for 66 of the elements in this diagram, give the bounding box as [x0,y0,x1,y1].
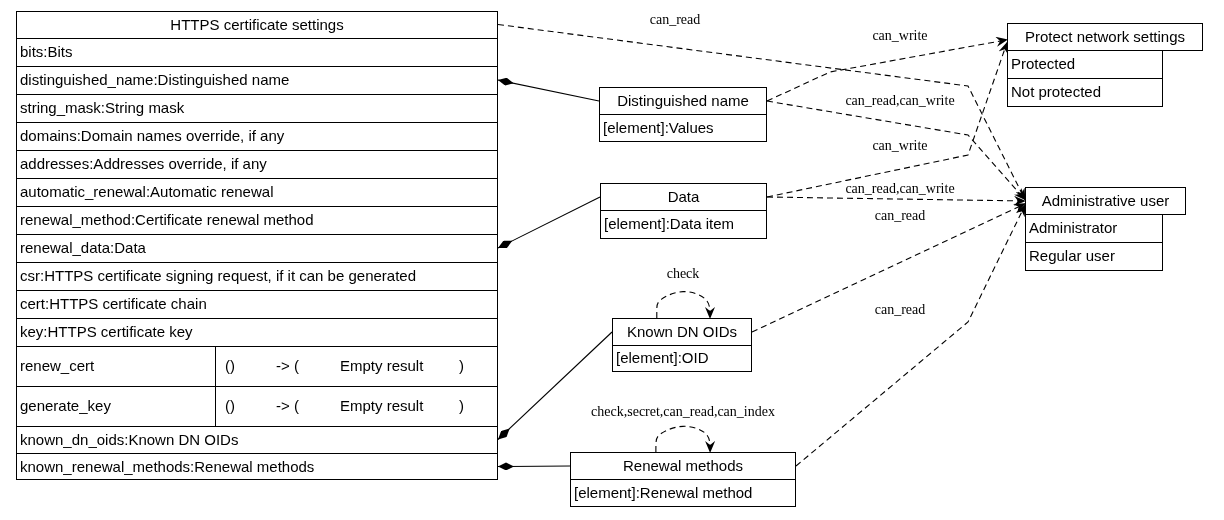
edge-label: can_read [648,12,702,28]
attribute-row: known_renewal_methods:Renewal methods [17,453,497,480]
class-box [600,183,767,239]
attribute-row: Administrator [1025,214,1163,243]
table [16,11,498,480]
attribute-row: [element]:OID [612,345,752,372]
attribute-row: [element]:Data item [600,210,767,239]
attribute-row: Protected [1007,50,1163,79]
attribute-row: Regular user [1025,242,1163,271]
edge-label: can_read [873,208,927,224]
edge-label: check,secret,can_read,can_index [590,404,776,420]
arrow [751,203,1026,333]
method-name: renew_cert [17,347,216,386]
edge-label: can_write [871,138,929,154]
method-name: generate_key [17,387,216,426]
arrow [656,291,715,319]
arrow [766,36,1008,102]
composition-line [497,196,601,249]
attribute-row: string_mask:String mask [17,94,497,122]
arrow [795,204,1026,467]
composition-line [497,331,613,441]
class-name: Distinguished name [599,87,767,115]
composition-line [497,462,571,471]
attribute-row: domains:Domain names override, if any [17,122,497,150]
attribute-row: csr:HTTPS certificate signing request, if it can be generated [17,262,497,290]
attribute-row: known_dn_oids:Known DN OIDs [17,426,497,453]
arrow [766,100,1026,201]
edge-label: can_read,can_write [844,93,956,109]
attribute-row: Not protected [1007,78,1163,107]
class-name: Administrative user [1025,187,1186,215]
class-name: Renewal methods [570,452,796,480]
class-name: Data [600,183,767,211]
closing-parenthesis: ) [459,356,464,376]
attribute-row: distinguished_name:Distinguished name [17,66,497,94]
class-box [599,87,767,142]
class-name: Known DN OIDs [612,318,752,346]
attribute-row: key:HTTPS certificate key [17,318,497,346]
attribute-row: [element]:Values [599,114,767,142]
parameter-list: () [225,387,235,426]
edge-label: can_read,can_write [844,181,956,197]
table-row [17,386,497,426]
arrow [766,195,1026,206]
table-row [17,346,497,386]
attribute-row: [element]:Renewal method [570,479,796,507]
attribute-row: addresses:Addresses override, if any [17,150,497,178]
edge-label: can_write [871,28,929,44]
class-box [1007,23,1203,107]
composition-line [497,77,600,102]
table-header: HTTPS certificate settings [169,15,345,35]
edge-label: can_read [873,302,927,318]
return-notation: -> ( [276,396,299,416]
attribute-row: renewal_method:Certificate renewal method [17,206,497,234]
attribute-row: bits:Bits [17,38,497,66]
return-type: Empty result [340,356,424,376]
attribute-row: automatic_renewal:Automatic renewal [17,178,497,206]
class-box [612,318,752,372]
return-notation: -> ( [276,356,299,376]
closing-parenthesis: ) [459,396,464,416]
return-type: Empty result [340,396,424,416]
arrow [655,425,716,453]
class-name: Protect network settings [1007,23,1203,51]
parameter-list: () [225,347,235,386]
attribute-row: renewal_data:Data [17,234,497,262]
attribute-row: cert:HTTPS certificate chain [17,290,497,318]
class-box [1025,187,1186,271]
class-box [570,452,796,507]
